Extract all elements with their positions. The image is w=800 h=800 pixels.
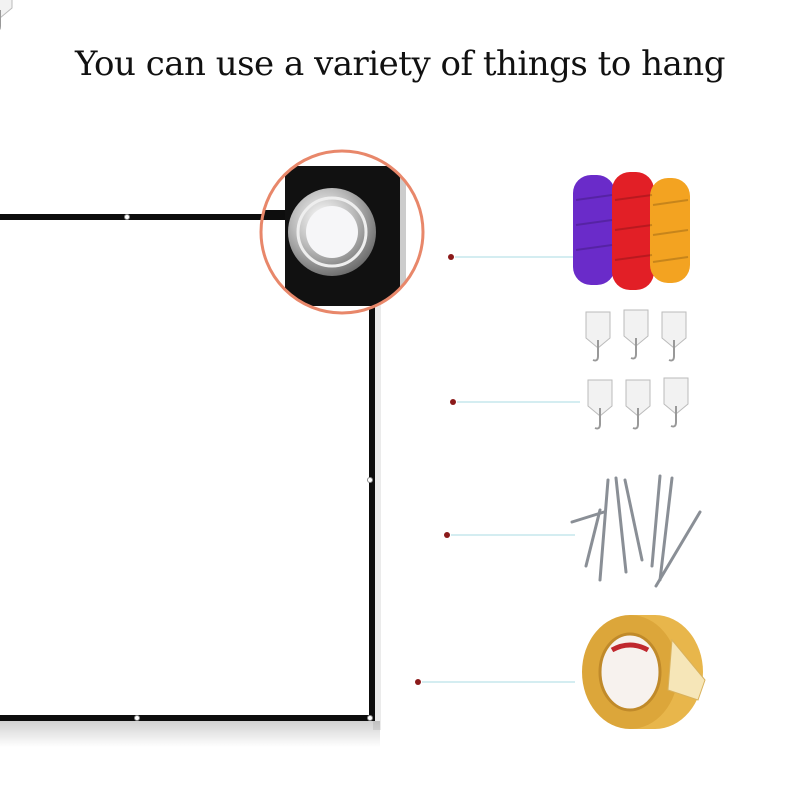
page-title: You can use a variety of things to hang bbox=[75, 44, 725, 84]
connectors bbox=[422, 256, 580, 683]
grommet-dots bbox=[124, 214, 373, 721]
screen-frame bbox=[0, 214, 381, 747]
adhesive-hook-icon bbox=[0, 0, 689, 430]
connector-dots bbox=[415, 254, 456, 685]
nail-icon bbox=[570, 474, 702, 588]
rope-bundle-icon bbox=[570, 170, 690, 290]
grommet-magnifier bbox=[259, 149, 425, 315]
tape-roll-icon bbox=[582, 615, 706, 729]
